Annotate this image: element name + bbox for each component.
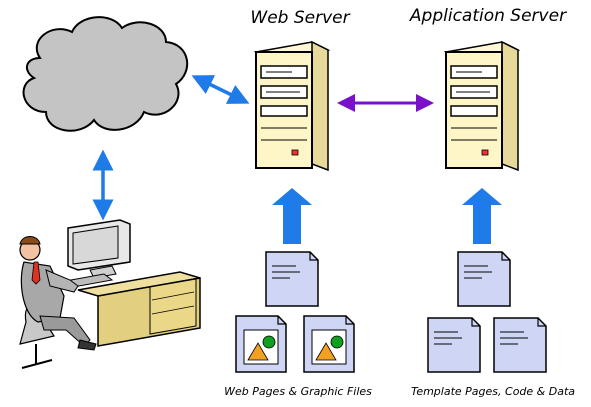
web-server-label: Web Server [250, 8, 350, 28]
cloud-to-webserver-arrow [191, 75, 250, 104]
cloud-icon [22, 16, 189, 132]
web-server-icon [253, 40, 331, 172]
graphic-file-icon [235, 315, 287, 373]
web-files-label: Web Pages & Graphic Files [224, 385, 372, 398]
document-icon [427, 317, 481, 373]
document-icon [457, 251, 511, 307]
appserver-upload-arrow [462, 188, 502, 244]
app-server-icon [443, 40, 521, 172]
app-files-label: Template Pages, Code & Data [410, 385, 576, 398]
webserver-upload-arrow [272, 188, 312, 244]
app-server-label: Application Server [409, 6, 567, 26]
document-icon [493, 317, 547, 373]
document-icon [265, 251, 319, 307]
user-at-computer-icon [19, 219, 201, 369]
graphic-file-icon [303, 315, 355, 373]
